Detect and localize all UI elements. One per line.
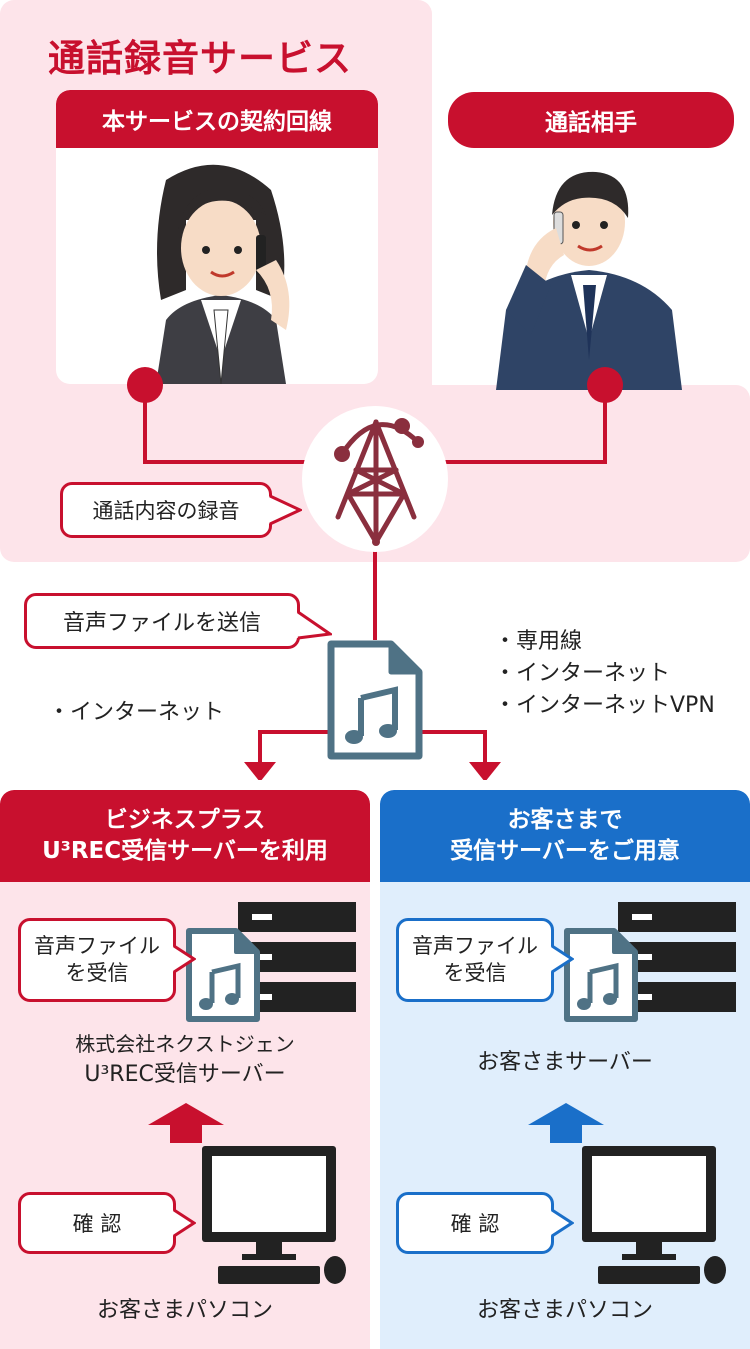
right-upload-arrow-icon: [528, 1103, 604, 1143]
left-connection-item: ・インターネット: [48, 700, 225, 725]
left-confirm-callout: 確 認: [18, 1192, 176, 1254]
right-receive-callout: 音声ファイル を受信: [396, 918, 554, 1002]
right-connection-item: ・インターネットVPN: [494, 693, 715, 718]
page-title: 通話録音サービス: [48, 37, 352, 80]
contract-line-card: 本サービスの契約回線: [56, 90, 378, 384]
right-computer-icon: [582, 1146, 726, 1284]
right-confirm-callout: 確 認: [396, 1192, 554, 1254]
right-connection-list: ・専用線 ・インターネット ・インターネットVPN: [494, 626, 715, 722]
send-file-callout: 音声ファイルを送信: [24, 593, 300, 649]
right-confirm-callout-tail: [550, 1208, 574, 1238]
antenna-tower-icon: [334, 418, 424, 546]
left-receive-callout-tail: [172, 944, 196, 974]
right-server-label: お客さまサーバー: [477, 1050, 653, 1075]
man-on-phone-illustration: [496, 171, 682, 390]
left-panel-header: ビジネスプラス U³REC受信サーバーを利用: [0, 790, 370, 882]
recording-callout-tail: [268, 494, 302, 526]
left-pc-label: お客さまパソコン: [96, 1298, 273, 1323]
left-connection-list: ・インターネット: [48, 697, 224, 729]
left-receive-callout: 音声ファイル を受信: [18, 918, 176, 1002]
left-computer-icon: [202, 1146, 346, 1284]
recording-callout: 通話内容の録音: [60, 482, 272, 538]
server-rack-icon: [238, 902, 356, 1012]
send-callout-tail: [296, 610, 332, 640]
woman-on-phone-illustration: [156, 164, 290, 384]
audio-file-icon: [327, 640, 423, 760]
left-confirm-callout-tail: [172, 1208, 196, 1238]
left-upload-arrow-icon: [148, 1103, 224, 1143]
right-audio-file-icon: [564, 928, 638, 1022]
left-panel: ビジネスプラス U³REC受信サーバーを利用: [0, 790, 370, 1349]
connection-lines: [127, 367, 623, 780]
right-panel: お客さまで 受信サーバーをご用意: [380, 790, 750, 1349]
left-server-label: 株式会社ネクストジェン U³REC受信サーバー: [75, 1032, 295, 1087]
right-receive-callout-tail: [550, 944, 574, 974]
contract-line-label: 本サービスの契約回線: [56, 90, 378, 148]
right-pc-label: お客さまパソコン: [476, 1298, 653, 1323]
right-panel-header: お客さまで 受信サーバーをご用意: [380, 790, 750, 882]
left-audio-file-icon: [186, 928, 260, 1022]
right-connection-item: ・専用線: [494, 629, 583, 654]
right-connection-item: ・インターネット: [494, 661, 671, 686]
other-party-label: 通話相手: [448, 92, 734, 148]
